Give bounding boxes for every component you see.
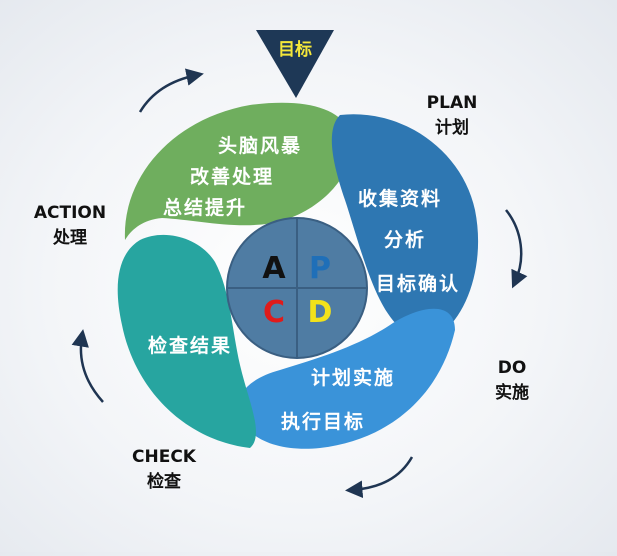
arrow-bottom xyxy=(345,456,414,498)
check-stage-en: CHECK xyxy=(132,447,197,467)
quadrant-c: C xyxy=(263,295,285,330)
quadrant-a: A xyxy=(262,251,286,286)
action-petal-line-2: 改善处理 xyxy=(190,165,274,188)
check-petal xyxy=(117,234,256,448)
action-petal-line-3: 总结提升 xyxy=(163,196,247,219)
goal-label: 目标 xyxy=(278,39,312,60)
plan-stage-cn: 计划 xyxy=(435,117,469,138)
arrow-left xyxy=(71,329,104,403)
do-petal xyxy=(238,308,455,449)
plan-petal-line-3: 目标确认 xyxy=(376,272,460,295)
action-stage-en: ACTION xyxy=(34,203,106,223)
quadrant-p: P xyxy=(309,251,331,286)
arrow-top-left xyxy=(138,68,204,113)
action-petal xyxy=(124,102,352,241)
do-stage-en: DO xyxy=(498,358,527,378)
goal-triangle xyxy=(256,30,334,98)
plan-petal-line-2: 分析 xyxy=(384,228,426,251)
plan-petal-line-1: 收集资料 xyxy=(358,187,442,210)
do-petal-line-2: 执行目标 xyxy=(281,410,365,433)
quadrant-d: D xyxy=(308,295,333,330)
arrow-right xyxy=(505,209,528,289)
check-petal-line-1: 检查结果 xyxy=(148,334,232,357)
do-stage-cn: 实施 xyxy=(495,382,529,403)
plan-stage-en: PLAN xyxy=(427,93,478,113)
check-stage-cn: 检查 xyxy=(147,471,182,492)
do-petal-line-1: 计划实施 xyxy=(311,366,395,389)
plan-petal xyxy=(331,114,479,341)
action-petal-line-1: 头脑风暴 xyxy=(218,134,302,157)
action-stage-cn: 处理 xyxy=(52,227,87,248)
